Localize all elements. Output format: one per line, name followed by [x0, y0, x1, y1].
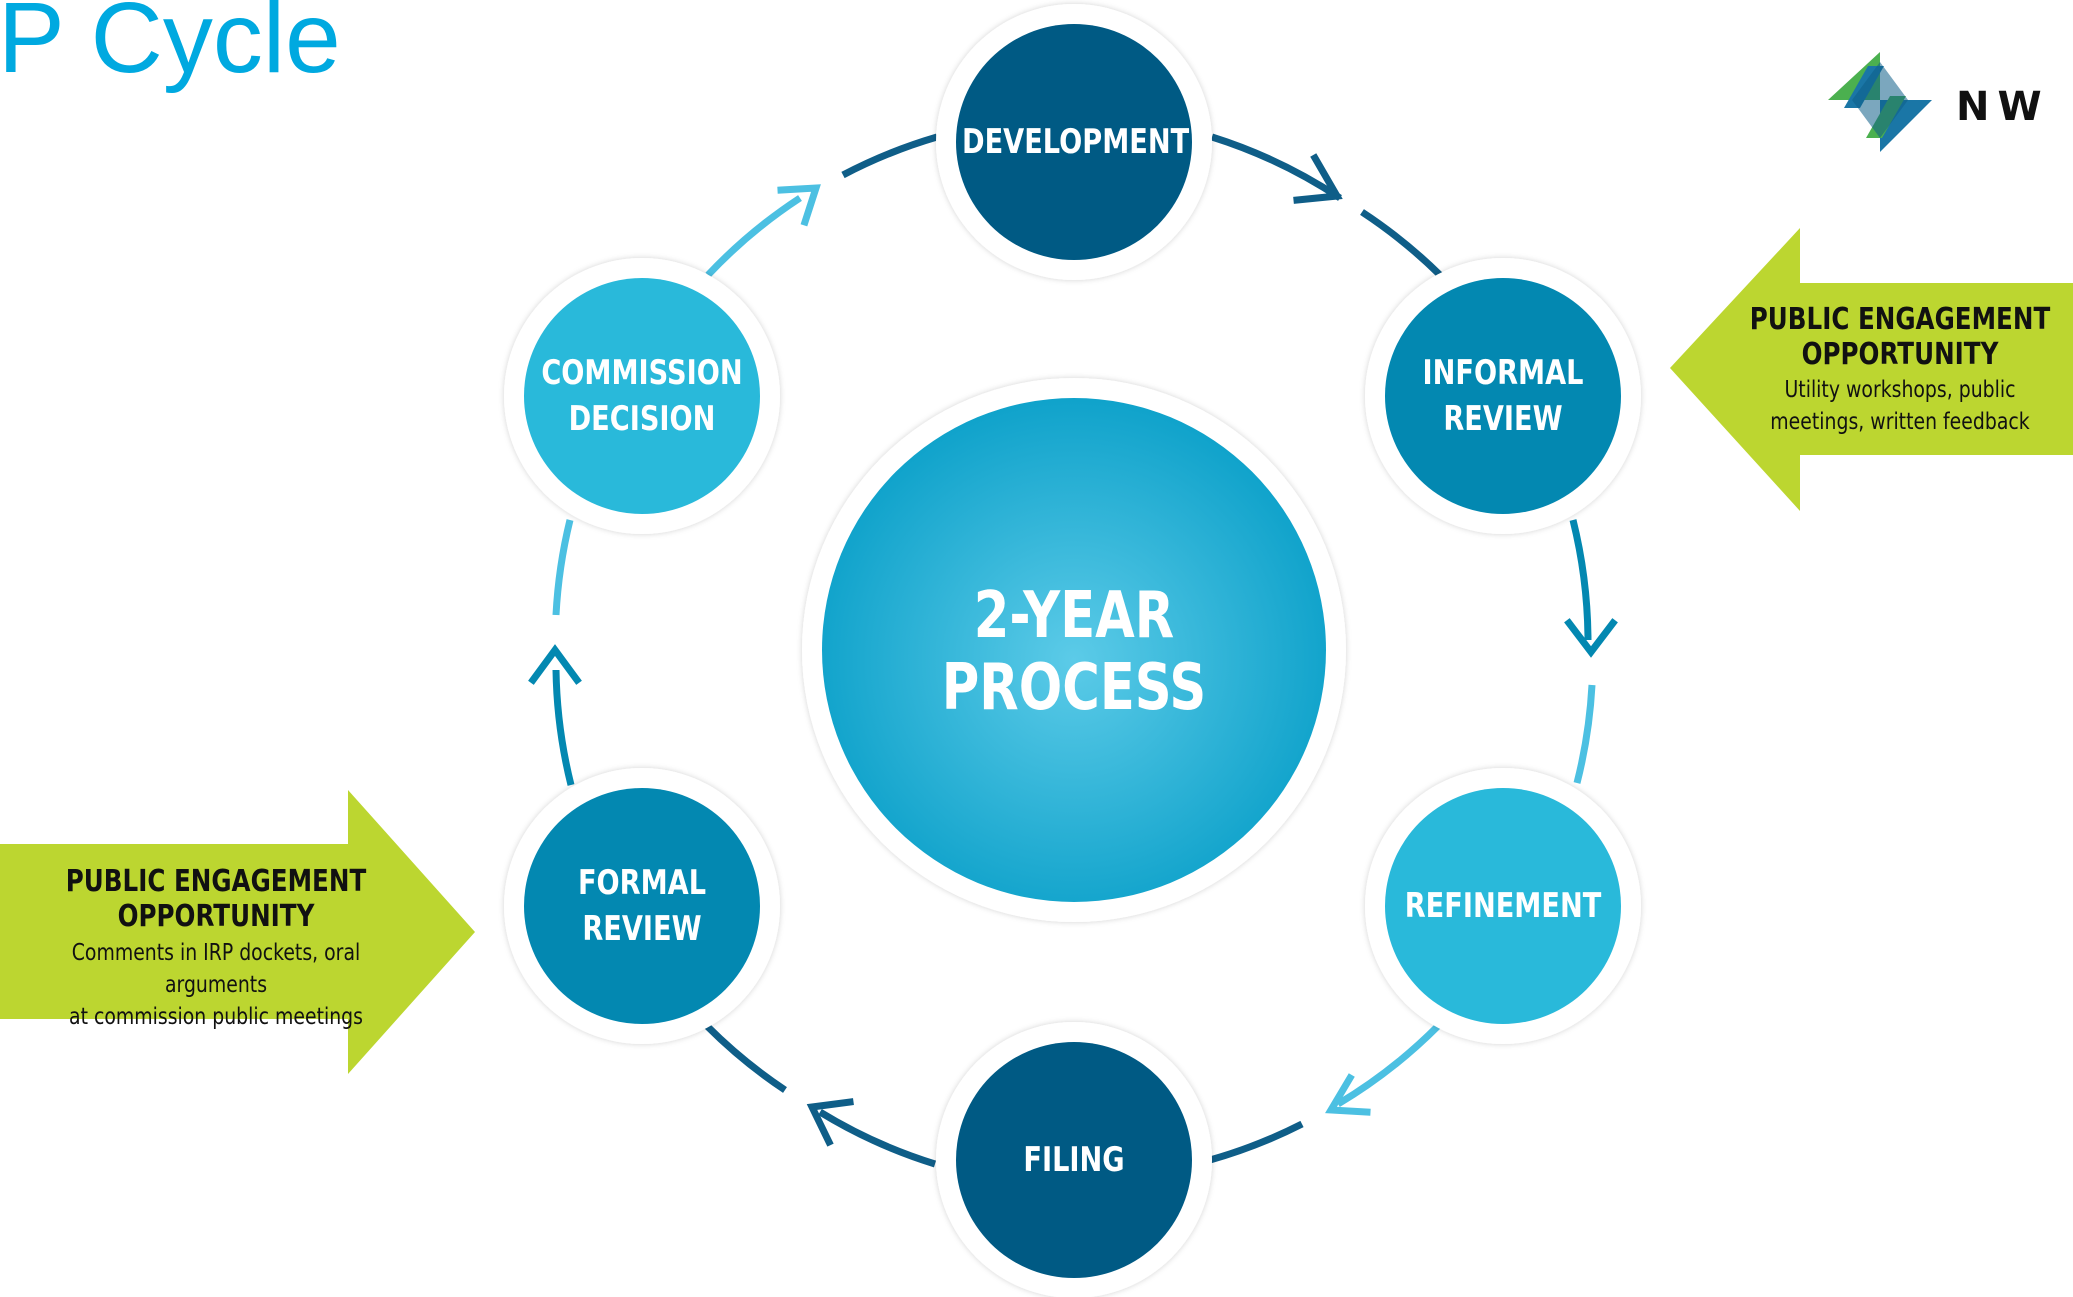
arc-to-filing: [1209, 1120, 1304, 1164]
arrow-refinement-to-filing: [1336, 1023, 1441, 1108]
arrowhead-commission-to-development: [777, 184, 821, 227]
step-label-filing: FILING: [1023, 1140, 1125, 1180]
step-refinement: [1365, 768, 1641, 1044]
step-formal-review: [504, 768, 780, 1044]
hub-label: 2-YEAR PROCESS: [941, 579, 1207, 725]
logo-text: NW N: [1956, 84, 2073, 130]
arrowhead-informal-to-refinement: [1564, 618, 1618, 658]
step-informal-review: [1365, 258, 1641, 534]
arrowhead-filing-to-formal: [806, 1098, 854, 1147]
nw-natural-logo-icon: [1828, 52, 1932, 152]
arrow-formal-to-commission: [552, 669, 575, 786]
arrow-filing-to-formal: [818, 1109, 937, 1168]
slide-title: P Cycle: [0, 0, 341, 94]
company-logo: NW N: [1822, 52, 2073, 152]
arc-to-commission-decision: [552, 519, 574, 616]
step-development: [936, 4, 1212, 280]
hub-circle: [822, 398, 1326, 902]
arc-to-informal-review: [1360, 209, 1443, 278]
callout-arrow-left: [0, 790, 475, 1074]
step-label-informal-review: INFORMAL REVIEW: [1422, 353, 1584, 439]
arrowhead-refinement-to-filing: [1325, 1073, 1371, 1116]
arrow-commission-to-development: [705, 195, 802, 278]
step-commission-decision: [504, 258, 780, 534]
callout-right-title: PUBLIC ENGAGEMENT OPPORTUNITY: [1749, 302, 2051, 372]
arrow-informal-to-refinement: [1569, 519, 1592, 641]
callout-arrow-right: [1670, 228, 2073, 511]
arrowhead-development-to-informal: [1293, 153, 1343, 204]
step-label-commission-decision: COMMISSION DECISION: [541, 353, 743, 439]
callout-left-title: PUBLIC ENGAGEMENT OPPORTUNITY: [65, 864, 367, 934]
callout-left-body: Comments in IRP dockets, oral arguments …: [69, 940, 363, 1030]
callout-right-body: Utility workshops, public meetings, writ…: [1770, 377, 2030, 435]
arrowhead-formal-to-commission: [528, 644, 582, 685]
arc-to-development: [841, 133, 938, 179]
arc-to-refinement: [1573, 684, 1596, 784]
step-label-development: DEVELOPMENT: [962, 122, 1190, 162]
arc-to-formal-review: [704, 1023, 787, 1093]
arrow-development-to-informal: [1210, 133, 1342, 201]
step-label-refinement: REFINEMENT: [1404, 886, 1602, 926]
step-filing: [936, 1022, 1212, 1297]
step-label-formal-review: FORMAL REVIEW: [577, 863, 707, 949]
